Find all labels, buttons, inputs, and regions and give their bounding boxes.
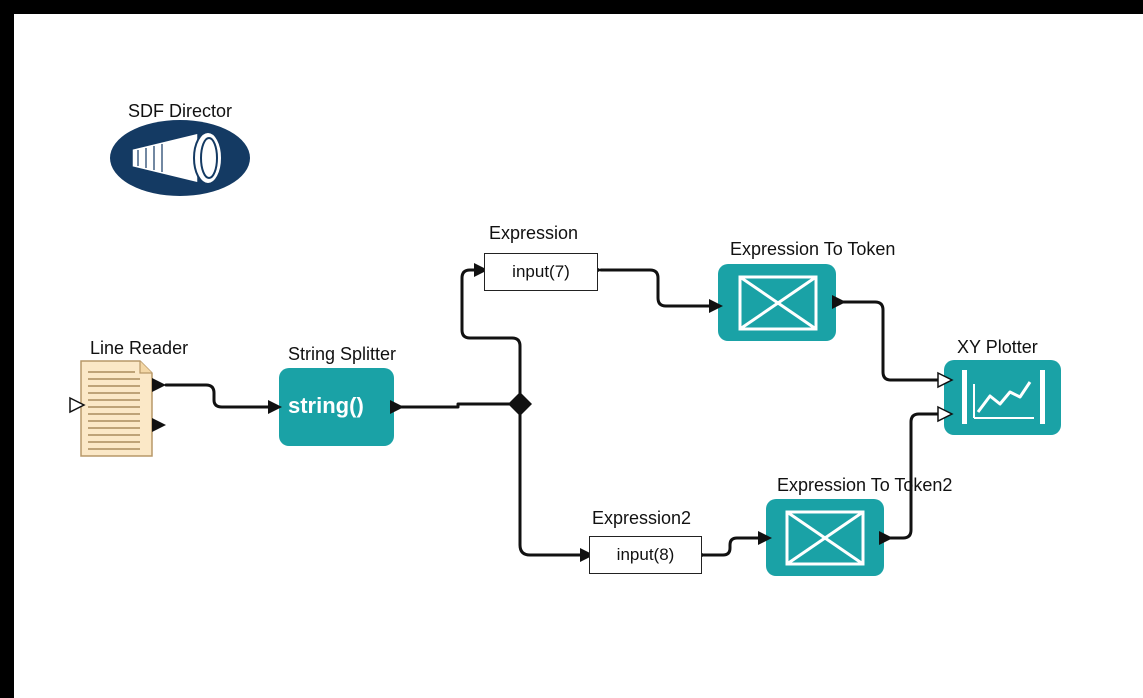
expression-to-token-label: Expression To Token xyxy=(730,239,896,259)
string-splitter-input-port[interactable] xyxy=(268,400,282,414)
expression2-label: Expression2 xyxy=(592,508,692,528)
wire-linereader-to-splitter xyxy=(164,383,278,409)
xy-plotter-input-port-1[interactable] xyxy=(937,371,954,389)
sdf-director[interactable] xyxy=(110,120,250,196)
expression-to-token-input-port[interactable] xyxy=(709,299,723,313)
expression-to-token2-input-port[interactable] xyxy=(758,531,772,545)
expression2-body-text: input(8) xyxy=(616,545,675,564)
xy-plotter-input-port-2[interactable] xyxy=(937,405,954,423)
wire-relation-to-expression xyxy=(460,268,522,406)
string-splitter[interactable] xyxy=(268,368,404,446)
line-reader-eof-port[interactable] xyxy=(152,418,166,432)
line-reader[interactable] xyxy=(69,360,166,457)
string-splitter-body xyxy=(279,368,394,446)
sdf-director-label: SDF Director xyxy=(128,101,233,121)
expression2-input-port[interactable] xyxy=(580,548,594,562)
wire-splitter-to-relation xyxy=(396,402,522,409)
relation-diamond[interactable] xyxy=(508,392,532,416)
xy-plotter-label: XY Plotter xyxy=(957,337,1038,357)
expression-body-text: input(7) xyxy=(512,262,570,281)
wire-relation-to-expression2 xyxy=(518,402,589,557)
expression-label: Expression xyxy=(489,223,579,243)
megaphone-cone xyxy=(131,132,199,184)
connections xyxy=(164,268,942,557)
xy-plotter[interactable] xyxy=(937,360,1061,435)
document-lines xyxy=(88,371,140,450)
string-splitter-label: String Splitter xyxy=(288,344,397,364)
expression-to-token2-label: Expression To Token2 xyxy=(777,475,953,495)
line-chart-icon xyxy=(962,370,1045,424)
line-reader-label: Line Reader xyxy=(90,338,189,358)
expression-to-token2[interactable] xyxy=(758,499,893,576)
expression-to-token-output-port[interactable] xyxy=(832,295,846,309)
wire-ett2-to-plotter xyxy=(888,412,942,540)
expression-to-token2-output-port[interactable] xyxy=(879,531,893,545)
expression-to-token[interactable] xyxy=(709,264,846,341)
expression2-box[interactable]: input(8) xyxy=(589,536,702,574)
wire-expression2-to-ett2 xyxy=(702,536,766,557)
expression-box[interactable]: input(7) xyxy=(484,253,598,291)
bowtie-icon xyxy=(738,275,818,331)
wire-expression-to-ett xyxy=(599,268,716,308)
string-splitter-output-port[interactable] xyxy=(390,400,404,414)
expression-input-port[interactable] xyxy=(474,263,488,277)
line-reader-output-port[interactable] xyxy=(152,378,166,392)
line-reader-input-port[interactable] xyxy=(69,396,86,414)
document-icon xyxy=(80,360,153,457)
bowtie-icon xyxy=(785,510,865,566)
wire-ett-to-plotter xyxy=(840,300,942,382)
string-splitter-body-text: string() xyxy=(288,393,364,418)
